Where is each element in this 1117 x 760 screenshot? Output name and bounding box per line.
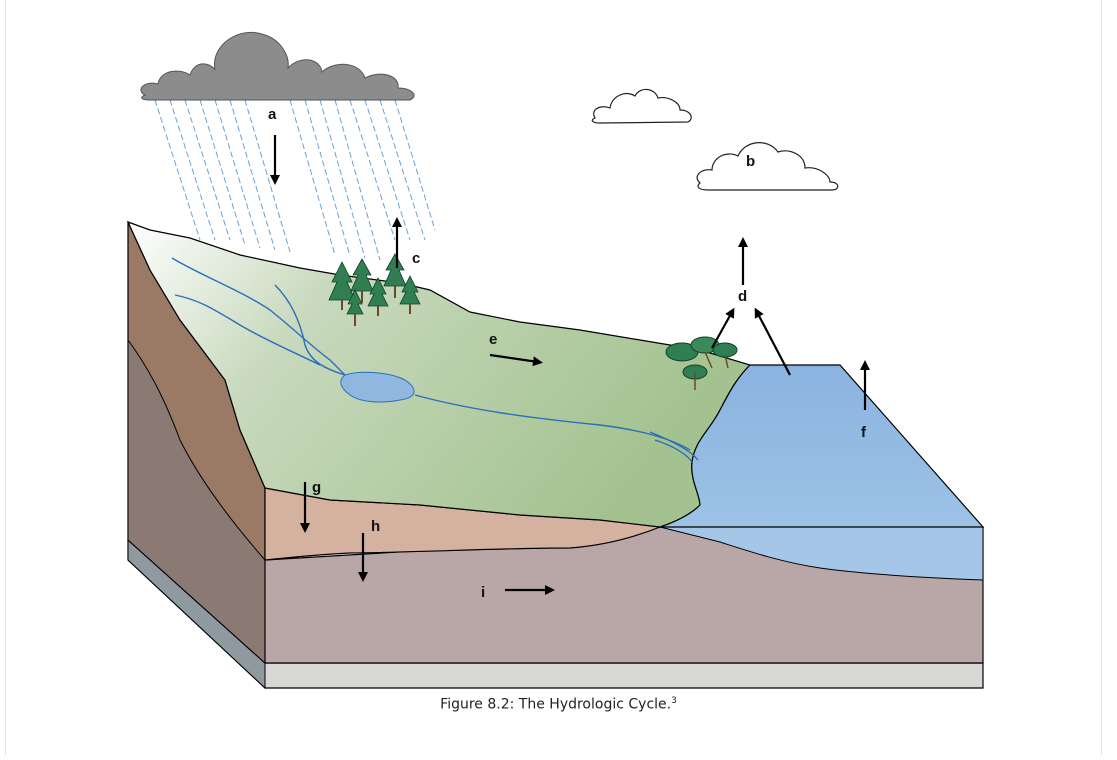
rain-cloud	[140, 31, 415, 101]
rain	[154, 99, 436, 261]
arrow-d-right	[754, 307, 791, 376]
page-border-left	[5, 0, 6, 755]
caption-text: Figure 8.2: The Hydrologic Cycle.	[440, 696, 672, 713]
label-i: i	[481, 584, 485, 601]
arrow-d-left	[711, 307, 735, 349]
label-h: h	[371, 518, 380, 535]
small-cloud	[591, 88, 692, 124]
pine-trees	[328, 253, 421, 326]
caption-footnote-ref: 3	[671, 696, 677, 706]
label-e: e	[489, 331, 497, 348]
coastal-shrubs	[665, 336, 738, 390]
arrow-e-runoff	[489, 353, 543, 367]
streams	[171, 257, 699, 463]
large-cloud	[696, 142, 839, 191]
label-a: a	[268, 106, 277, 123]
label-g: g	[312, 479, 321, 496]
label-c: c	[412, 250, 420, 267]
lake	[340, 371, 415, 403]
ocean-front-face	[659, 526, 984, 581]
label-f: f	[861, 424, 867, 441]
figure-caption: Figure 8.2: The Hydrologic Cycle.3	[0, 696, 1117, 713]
label-b: b	[746, 153, 755, 170]
cliff-lower-stratum	[127, 338, 266, 665]
arrows	[270, 135, 870, 595]
label-d: d	[738, 288, 747, 305]
ocean-surface	[659, 364, 985, 528]
page-border-right	[1101, 0, 1102, 755]
